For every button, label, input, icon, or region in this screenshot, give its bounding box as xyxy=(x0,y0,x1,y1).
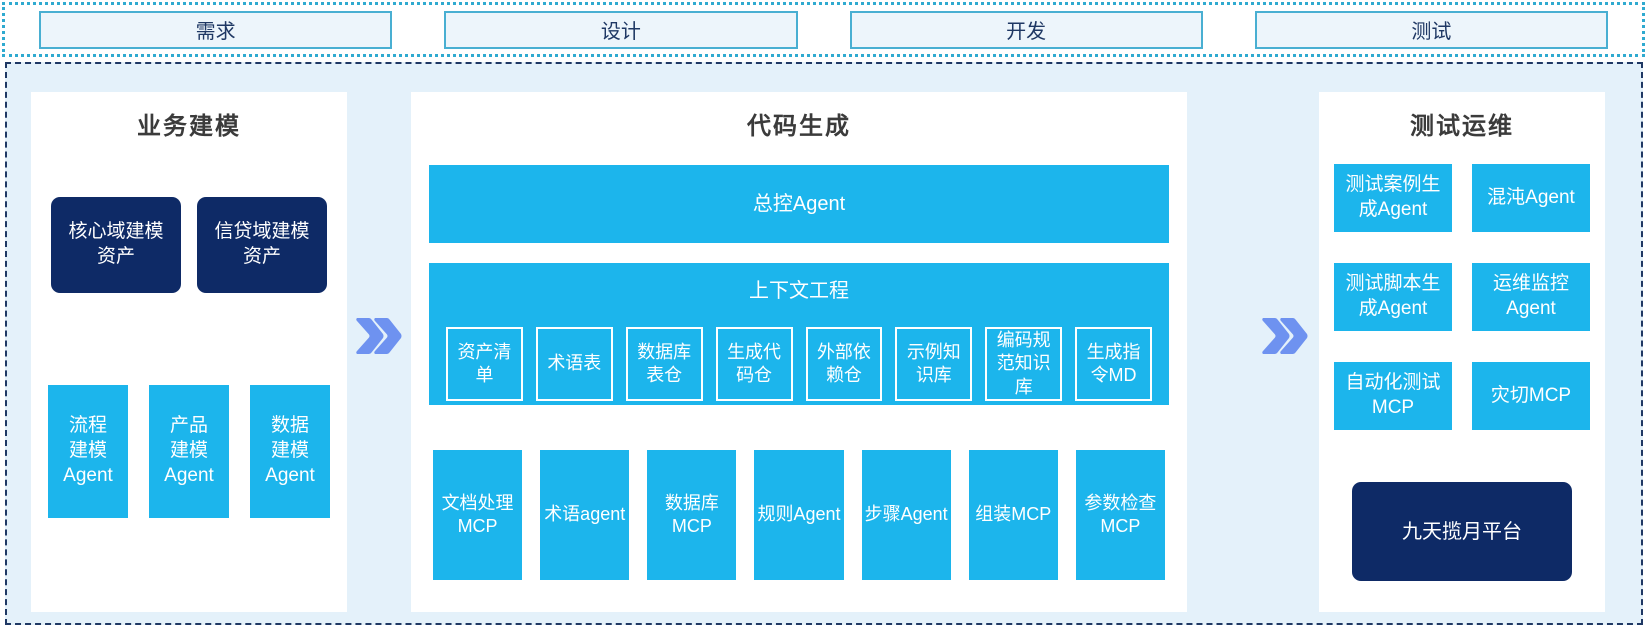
testops-box-test-script-gen-agent: 测试脚本生 成Agent xyxy=(1334,263,1452,331)
flow-arrow-2 xyxy=(1259,316,1311,356)
testops-box-ops-monitoring-agent: 运维监控 Agent xyxy=(1472,263,1590,331)
context-item-coding-standards-kb: 编码规 范知识 库 xyxy=(985,327,1063,401)
context-item-external-deps-repo: 外部依 赖仓 xyxy=(805,327,883,401)
master-agent-bar: 总控Agent xyxy=(429,165,1169,243)
context-item-example-knowledge-base: 示例知 识库 xyxy=(895,327,973,401)
context-item-generation-instruction-md: 生成指 令MD xyxy=(1075,327,1152,401)
tool-box-doc-processing-mcp: 文档处理 MCP xyxy=(433,450,523,580)
testops-box-chaos-agent: 混沌Agent xyxy=(1472,164,1590,232)
context-item-generated-code-repo: 生成代 码仓 xyxy=(715,327,793,401)
tool-box-steps-agent: 步骤Agent xyxy=(861,450,951,580)
main-area: 业务建模 核心域建模 资产 信贷域建模 资产 流程 建模 Agent 产品 建模… xyxy=(5,62,1643,625)
test-ops-grid: 测试案例生 成Agent 混沌Agent 测试脚本生 成Agent 运维监控 A… xyxy=(1334,164,1590,430)
tool-box-rules-agent: 规则Agent xyxy=(754,450,844,580)
phase-box-requirements: 需求 xyxy=(39,10,393,49)
modeling-agents-row: 流程 建模 Agent 产品 建模 Agent 数据 建模 Agent xyxy=(31,385,347,518)
context-item-db-table-repo: 数据库 表仓 xyxy=(625,327,703,401)
agent-box-data-modeling: 数据 建模 Agent xyxy=(250,385,330,518)
phase-strip: 需求 设计 开发 测试 xyxy=(2,2,1645,57)
context-item-glossary: 术语表 xyxy=(535,327,613,401)
phase-box-design: 设计 xyxy=(444,10,798,49)
double-chevron-icon xyxy=(356,318,402,354)
panel-business-modeling: 业务建模 核心域建模 资产 信贷域建模 资产 流程 建模 Agent 产品 建模… xyxy=(31,92,347,612)
testops-box-automated-test-mcp: 自动化测试 MCP xyxy=(1334,362,1452,430)
tool-box-param-check-mcp: 参数检查 MCP xyxy=(1075,450,1165,580)
context-items-row: 资产清 单 术语表 数据库 表仓 生成代 码仓 外部依 赖仓 示例知 识库 编码… xyxy=(429,327,1169,401)
panel-code-generation: 代码生成 总控Agent 上下文工程 资产清 单 术语表 数据库 表仓 生成代 … xyxy=(411,92,1187,612)
testops-box-disaster-switch-mcp: 灾切MCP xyxy=(1472,362,1590,430)
context-item-asset-list: 资产清 单 xyxy=(446,327,523,401)
code-generation-title: 代码生成 xyxy=(747,113,851,140)
double-chevron-icon xyxy=(1262,318,1308,354)
tool-box-database-mcp: 数据库 MCP xyxy=(647,450,737,580)
flow-arrow-1 xyxy=(353,316,405,356)
platform-box-jiutian: 九天揽月平台 xyxy=(1352,482,1572,581)
agent-box-product-modeling: 产品 建模 Agent xyxy=(149,385,229,518)
asset-box-core-domain: 核心域建模 资产 xyxy=(51,197,181,293)
agent-box-process-modeling: 流程 建模 Agent xyxy=(48,385,128,518)
phase-box-development: 开发 xyxy=(849,10,1203,49)
context-engineering-title: 上下文工程 xyxy=(749,280,849,302)
phase-box-testing: 测试 xyxy=(1254,10,1608,49)
modeling-assets-row: 核心域建模 资产 信贷域建模 资产 xyxy=(51,197,327,293)
tool-box-glossary-agent: 术语agent xyxy=(540,450,630,580)
tools-row: 文档处理 MCP 术语agent 数据库 MCP 规则Agent 步骤Agent… xyxy=(411,450,1187,580)
asset-box-credit-domain: 信贷域建模 资产 xyxy=(197,197,327,293)
test-ops-title: 测试运维 xyxy=(1410,113,1514,140)
testops-box-test-case-gen-agent: 测试案例生 成Agent xyxy=(1334,164,1452,232)
panel-test-ops: 测试运维 测试案例生 成Agent 混沌Agent 测试脚本生 成Agent 运… xyxy=(1319,92,1605,612)
tool-box-assembly-mcp: 组装MCP xyxy=(968,450,1058,580)
context-engineering-block: 上下文工程 资产清 单 术语表 数据库 表仓 生成代 码仓 外部依 赖仓 示例知… xyxy=(429,263,1169,405)
business-modeling-title: 业务建模 xyxy=(137,113,241,140)
